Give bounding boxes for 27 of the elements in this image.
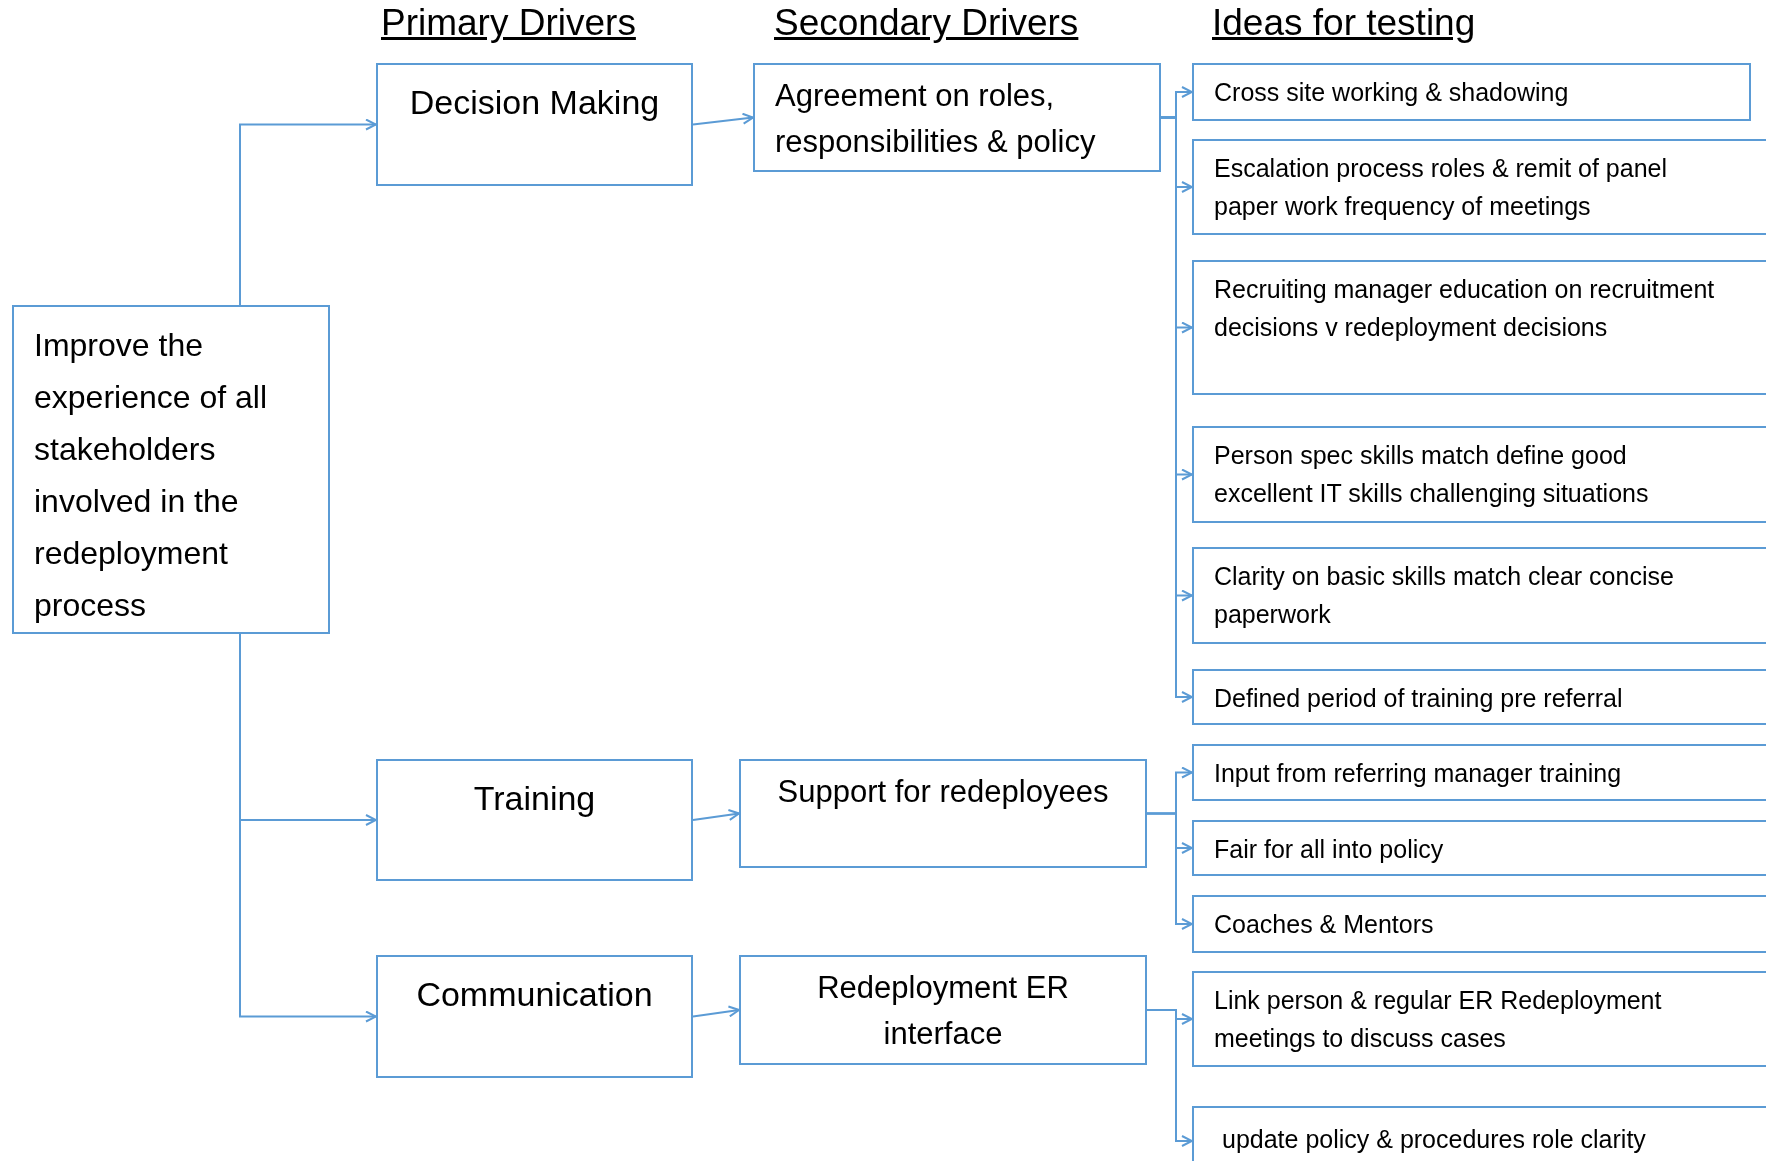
arrow bbox=[1146, 1009, 1193, 1147]
idea-box: Input from referring manager training bbox=[1192, 744, 1766, 801]
column-heading: Ideas for testing bbox=[1212, 1, 1476, 45]
idea-box: Link person & regular ER Redeployment meetings to discuss cases bbox=[1192, 971, 1766, 1067]
driver-box: Redeployment ER interface bbox=[739, 955, 1147, 1065]
arrow bbox=[1146, 812, 1193, 930]
column-heading: Primary Drivers bbox=[381, 1, 636, 45]
driver-box: Training bbox=[376, 759, 693, 881]
idea-box: update policy & procedures role clarity bbox=[1192, 1106, 1766, 1161]
idea-box: Defined period of training pre referral bbox=[1192, 669, 1766, 725]
arrow bbox=[239, 118, 377, 306]
idea-box: Clarity on basic skills match clear concise paperwork bbox=[1192, 547, 1766, 644]
driver-box: Support for redeployees bbox=[739, 759, 1147, 868]
arrow bbox=[692, 112, 754, 126]
column-heading: Secondary Drivers bbox=[774, 1, 1079, 45]
arrow bbox=[692, 808, 740, 821]
driver-box: Agreement on roles, responsibilities & policy bbox=[753, 63, 1161, 172]
driver-box: Communication bbox=[376, 955, 693, 1078]
idea-box: Coaches & Mentors bbox=[1192, 895, 1766, 953]
goal-box: Improve the experience of all stakeholders involved in the redeployment process bbox=[12, 305, 330, 634]
driver-box: Decision Making bbox=[376, 63, 693, 186]
idea-box: Escalation process roles & remit of panel paper work frequency of meetings bbox=[1192, 139, 1766, 235]
idea-box: Person spec skills match define good excellent IT skills challenging situations bbox=[1192, 426, 1766, 523]
idea-box: Cross site working & shadowing bbox=[1192, 63, 1751, 121]
idea-box: Recruiting manager education on recruitment decisions v redeployment decisions bbox=[1192, 260, 1766, 395]
idea-box: Fair for all into policy bbox=[1192, 820, 1766, 876]
arrow bbox=[692, 1005, 740, 1018]
